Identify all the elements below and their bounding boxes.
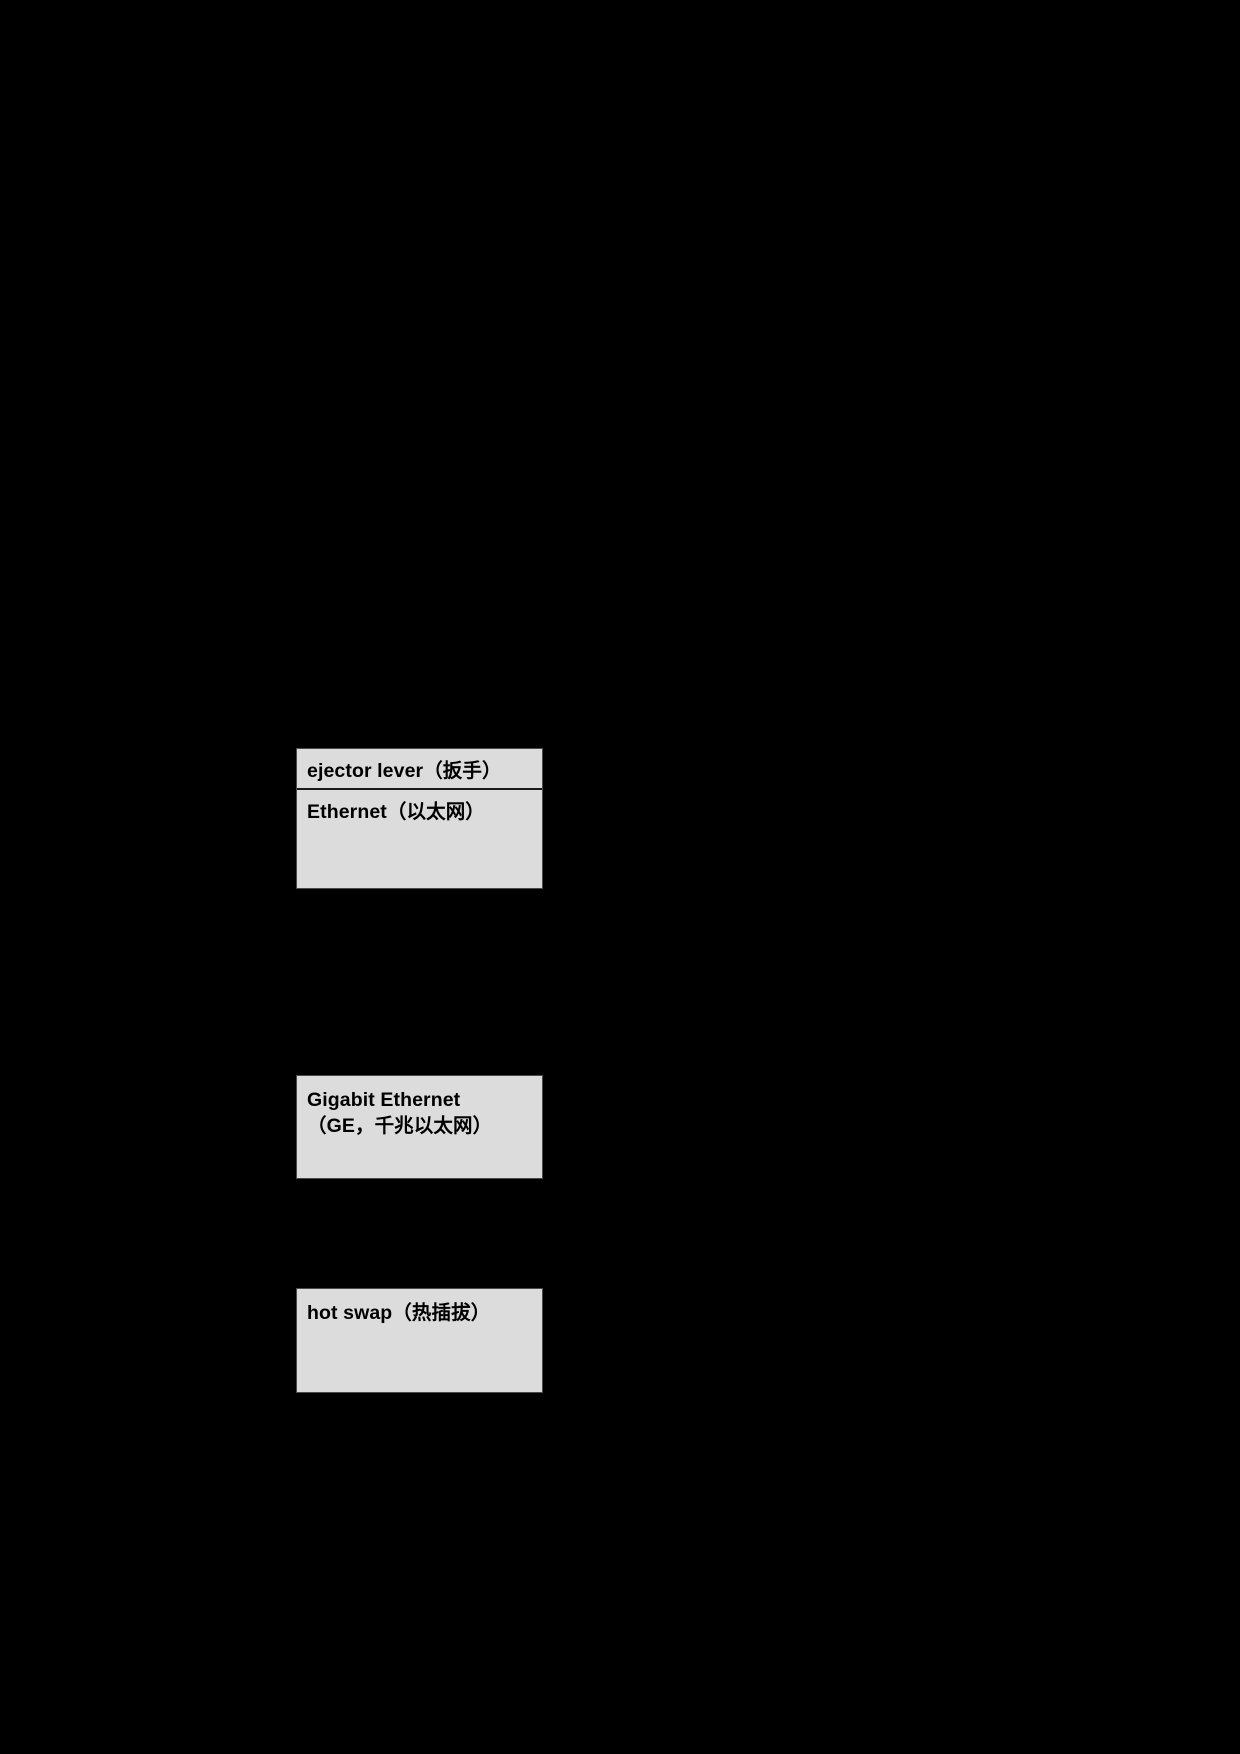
term-card-ejector-ethernet: ejector lever（扳手） Ethernet（以太网）	[296, 748, 543, 889]
term-label-ethernet: Ethernet（以太网）	[307, 801, 485, 823]
term-card-hot-swap: hot swap（热插拔）	[296, 1288, 543, 1393]
term-label-ejector-lever: ejector lever（扳手）	[297, 749, 542, 790]
term-label-hot-swap: hot swap（热插拔）	[307, 1302, 491, 1324]
term-label-gigabit-ethernet: Gigabit Ethernet （GE，千兆以太网）	[307, 1089, 493, 1137]
term-card-gigabit-ethernet: Gigabit Ethernet （GE，千兆以太网）	[296, 1075, 543, 1179]
